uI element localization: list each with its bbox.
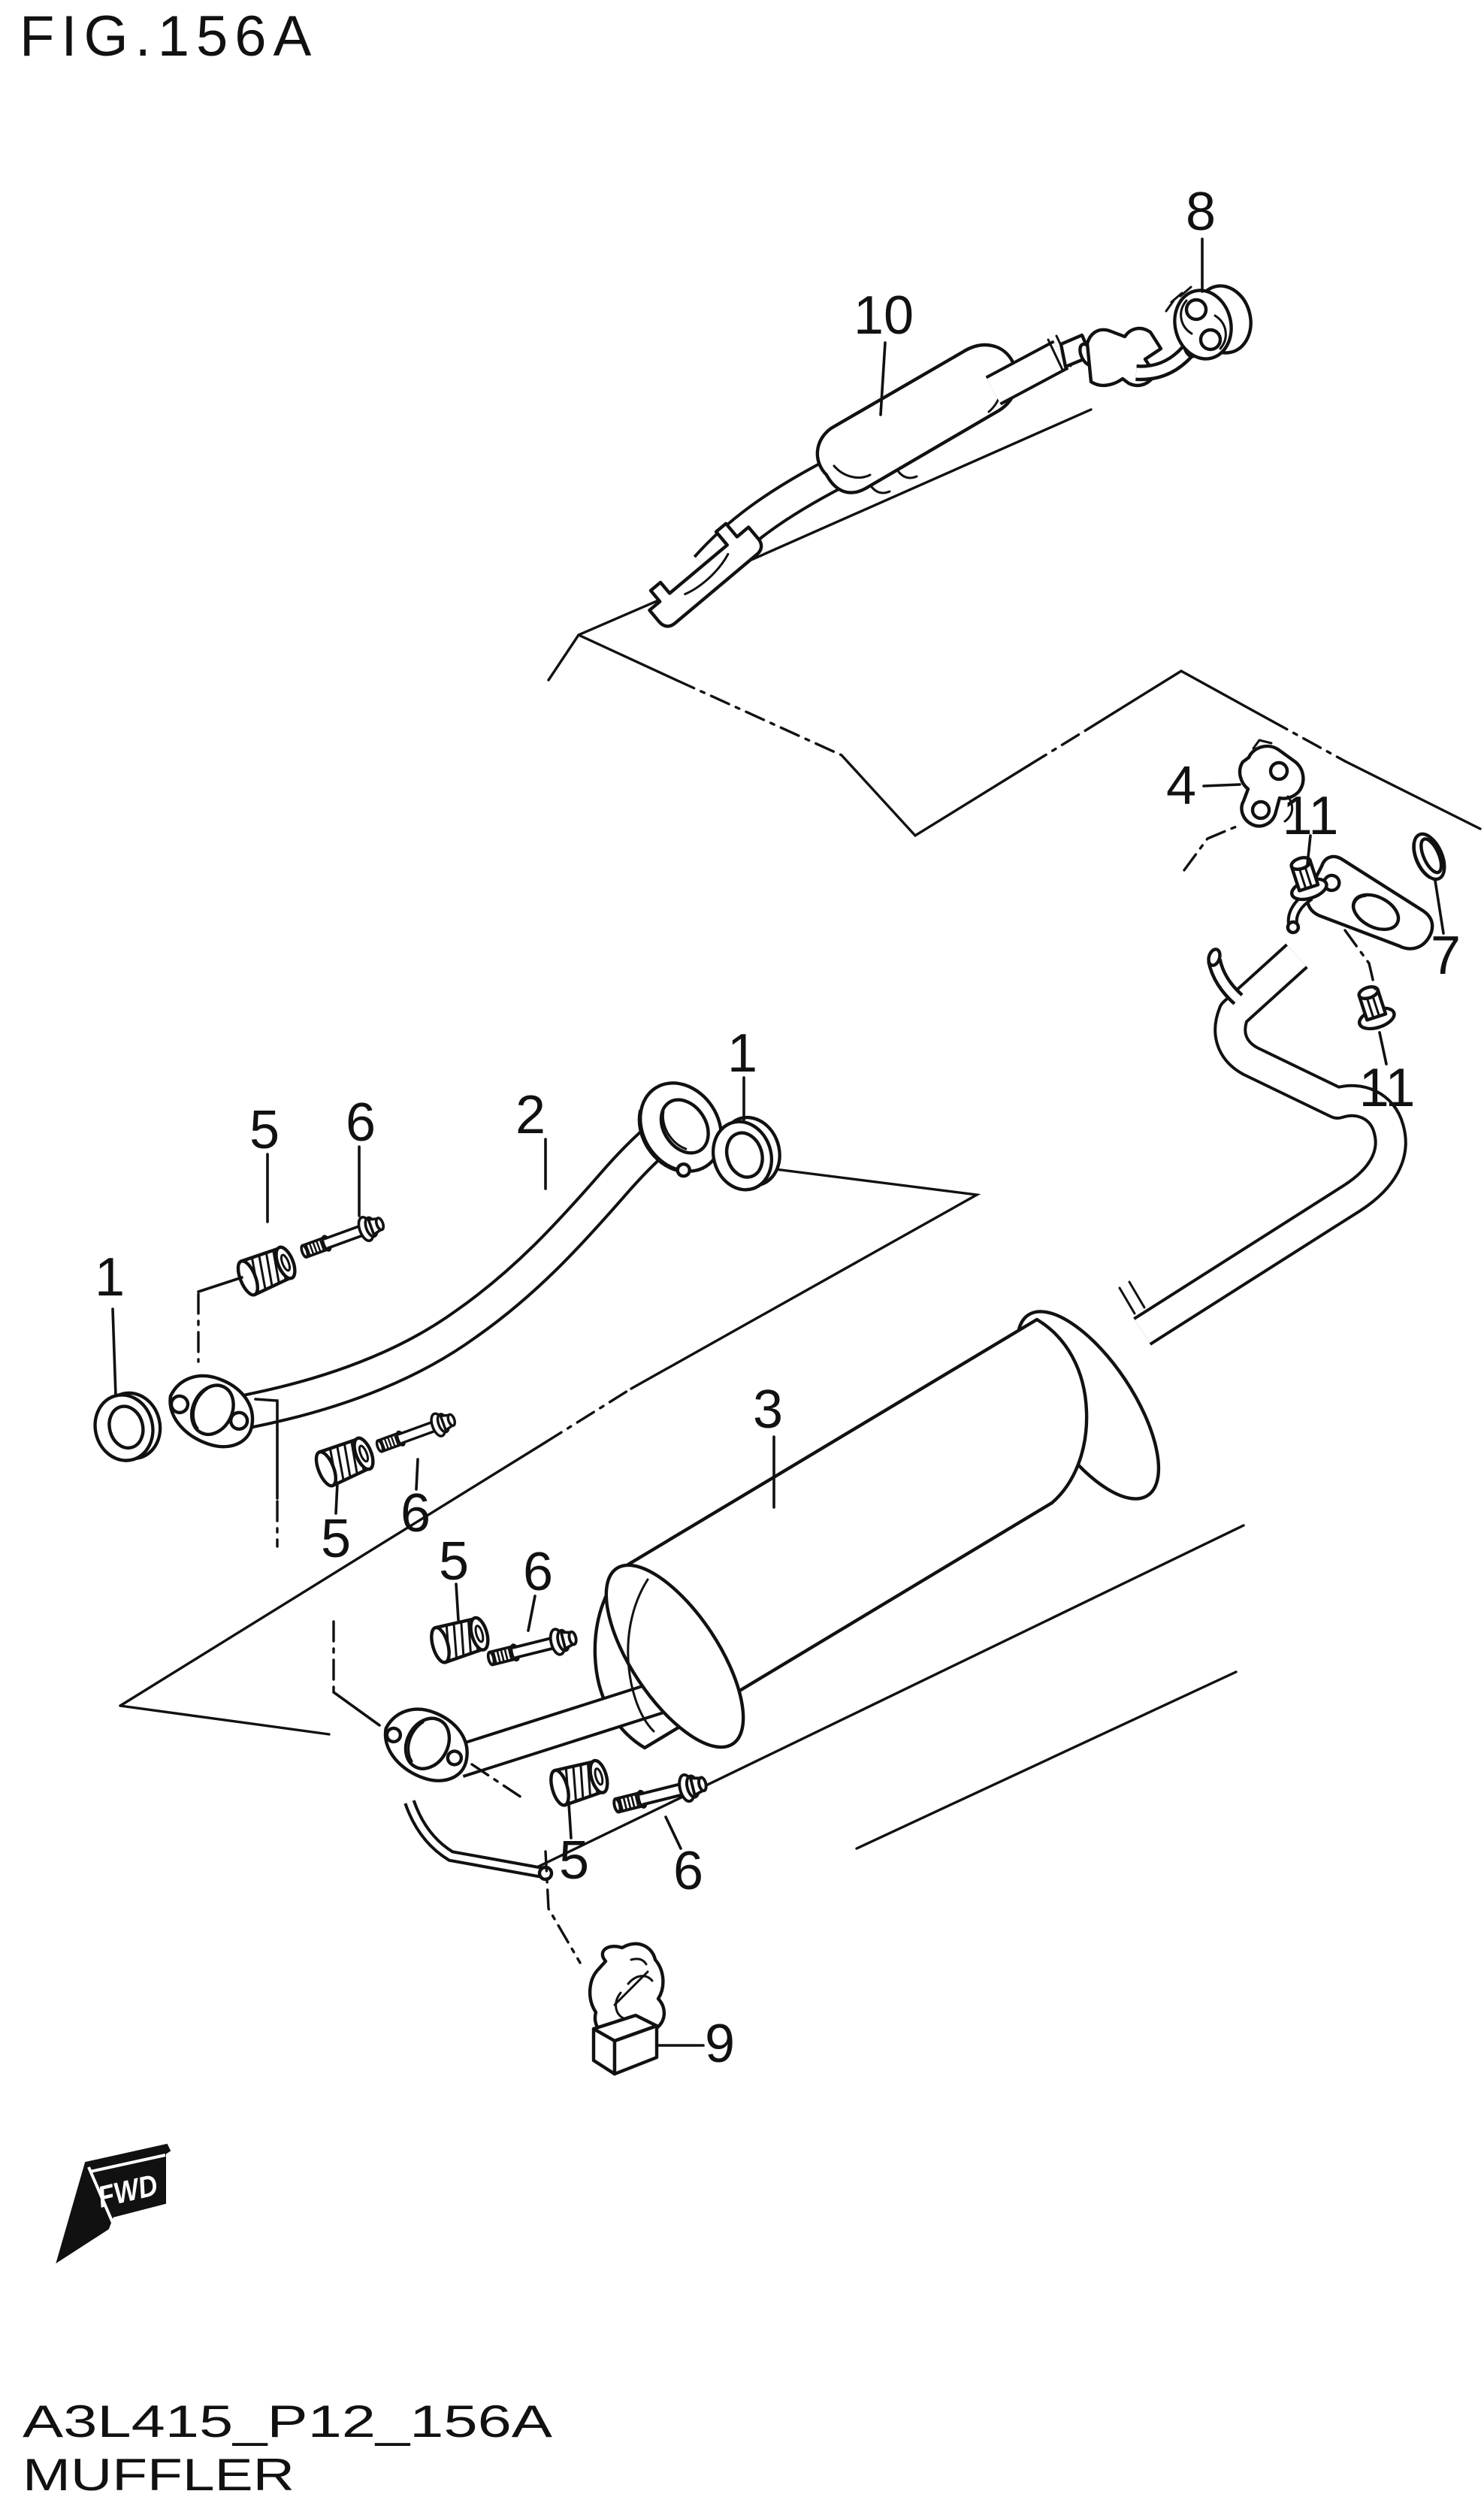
callout-label-5: 5 xyxy=(559,1830,589,1891)
converter-outlet-pipe xyxy=(987,343,1068,403)
callout-label-6: 6 xyxy=(346,1093,376,1153)
spring-5-a xyxy=(234,1244,300,1298)
plane-edge-dashdot xyxy=(543,1387,633,1444)
footer-drawing-code: A3L415_P12_156A xyxy=(23,2396,552,2447)
datum-leader-lines xyxy=(197,824,1377,1964)
callout-label-3: 3 xyxy=(753,1380,783,1440)
callout-label-5: 5 xyxy=(439,1531,469,1592)
converter-body-facet xyxy=(833,464,872,479)
hanger-9-squiggle xyxy=(613,1957,654,2025)
plane-edge xyxy=(524,1524,1245,1874)
plane-edge-dashdot xyxy=(1028,727,1090,766)
nut-11-lower xyxy=(1357,985,1396,1031)
callout-label-5: 5 xyxy=(249,1100,280,1160)
nut-11-upper xyxy=(1289,856,1328,902)
front-pipe xyxy=(245,1123,672,1426)
gasket-ring-1-right xyxy=(711,1115,781,1192)
rear-pipe xyxy=(1118,943,1407,1346)
callout-label-11: 11 xyxy=(1359,1058,1416,1118)
front-pipe-end-flange xyxy=(637,1081,724,1178)
rear-pipe-weld-ticks xyxy=(1118,1280,1146,1315)
part-2-front-pipe xyxy=(168,1081,724,1449)
reference-planes xyxy=(119,408,1482,1874)
bolt-6-d xyxy=(609,1768,711,1821)
callout-label-5: 5 xyxy=(321,1509,351,1569)
callout-label-4: 4 xyxy=(1166,756,1196,816)
hanger-8-hatch xyxy=(1165,286,1192,313)
fwd-arrow-gap-lines xyxy=(87,2154,166,2223)
converter-body xyxy=(815,343,1019,494)
part-9-hanger xyxy=(588,1942,666,2076)
callout-label-11: 11 xyxy=(1283,786,1339,846)
hanger-8-rubber-squiggle xyxy=(1180,299,1227,350)
callout-label-8: 8 xyxy=(1186,182,1216,242)
hanger-8-hole-upper xyxy=(1184,298,1208,322)
front-pipe-inlet-flange xyxy=(168,1374,255,1449)
hanger-rod xyxy=(1135,348,1191,378)
callout-label-6: 6 xyxy=(673,1841,703,1901)
inlet-bracket-rod xyxy=(407,1800,543,1876)
bolt-6-c xyxy=(484,1623,581,1673)
muffler-inlet-flange xyxy=(383,1707,554,1882)
bracket-4-hole-lower xyxy=(1250,800,1271,821)
part-8-hanger xyxy=(1165,284,1253,361)
gasket-7 xyxy=(1412,832,1446,881)
leader-lines xyxy=(111,237,1445,2047)
callout-label-6: 6 xyxy=(400,1483,431,1543)
callout-label-10: 10 xyxy=(854,286,914,346)
hanger-8-hole-lower xyxy=(1198,328,1223,352)
plane-edge xyxy=(750,408,1093,561)
callout-label-2: 2 xyxy=(515,1085,546,1145)
rear-pipe-hook-tip xyxy=(1207,948,1222,967)
rear-pipe-outline xyxy=(1133,943,1407,1346)
callout-label-1: 1 xyxy=(95,1247,125,1307)
spring-5-d xyxy=(548,1757,611,1807)
callout-label-1: 1 xyxy=(727,1023,757,1084)
converter-body-nubs xyxy=(870,470,918,494)
muffler-inlet-stub xyxy=(454,1682,666,1776)
plane-edge xyxy=(855,1670,1238,1850)
part-10-catalytic-converter xyxy=(648,326,1198,628)
spring-5-b xyxy=(313,1434,378,1489)
part-3-muffler xyxy=(453,1310,1161,1778)
bracket-4-detail xyxy=(1252,739,1294,823)
plane-edge xyxy=(630,1168,981,1390)
plane-edge-dashdot xyxy=(675,679,843,757)
plane-edge xyxy=(119,1441,546,1707)
plane-edge-dashdot xyxy=(1268,718,1346,763)
plane-edge xyxy=(577,633,678,682)
plane-edge xyxy=(1343,760,1482,830)
spring-5-c xyxy=(428,1614,491,1664)
callout-label-9: 9 xyxy=(705,2014,735,2074)
rear-pipe xyxy=(1135,945,1404,1344)
plane-edge xyxy=(1087,670,1271,730)
bolt-6-a xyxy=(296,1210,388,1265)
bolt-6-b xyxy=(372,1407,460,1459)
muffler-left-cap-rim xyxy=(627,1578,655,1733)
muffler-left-cap xyxy=(604,1563,745,1749)
converter-flange xyxy=(648,521,763,628)
fwd-arrow: FWD xyxy=(56,2143,171,2264)
callout-label-6: 6 xyxy=(523,1542,553,1602)
gasket-ring-1-left xyxy=(93,1391,162,1462)
hanger-9-box-side xyxy=(612,2024,659,2076)
figure-title: FIG.156A xyxy=(20,5,318,68)
callout-label-7: 7 xyxy=(1431,926,1461,986)
part-4-bracket xyxy=(1238,739,1305,828)
bracket-4-hole-upper xyxy=(1268,760,1289,781)
footer-part-name: MUFFLER xyxy=(23,2450,295,2497)
fwd-arrow-body xyxy=(56,2143,171,2264)
plane-edge xyxy=(840,754,1031,838)
plane-edge xyxy=(119,1704,331,1736)
